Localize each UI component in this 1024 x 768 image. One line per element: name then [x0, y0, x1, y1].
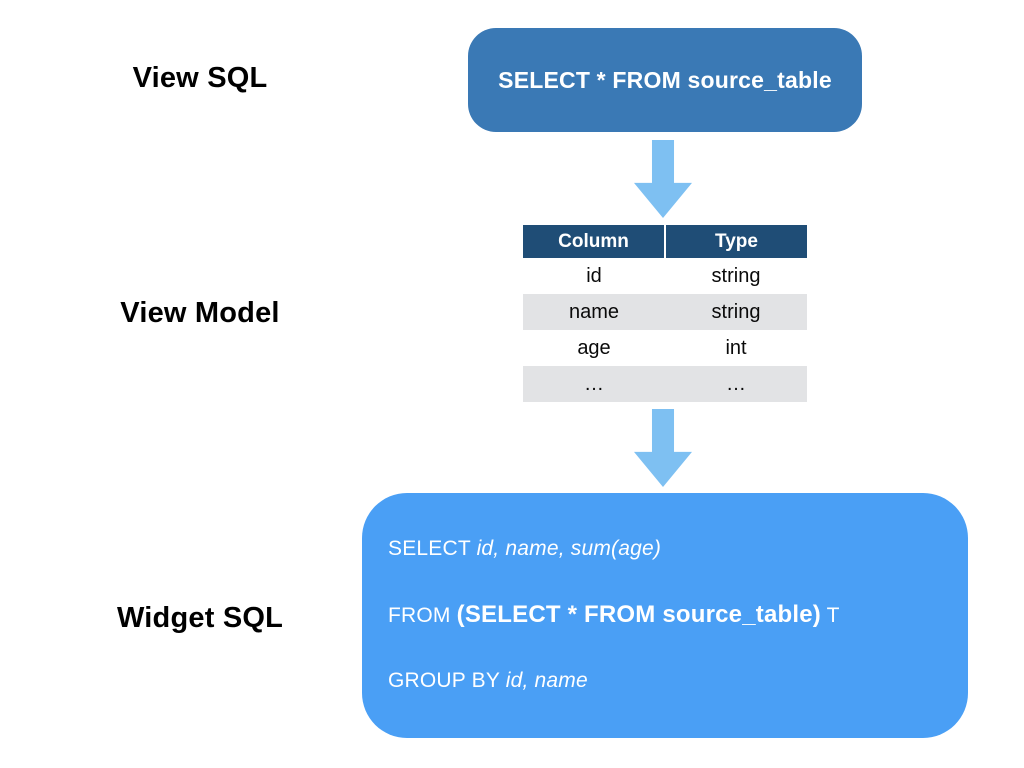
groupby-keyword: GROUP BY [388, 669, 506, 692]
nested-view-sql-bold: (SELECT * FROM source_table) [456, 601, 821, 628]
table-row: id string [523, 258, 807, 294]
column-cell: age [577, 336, 611, 359]
widget-sql-select-line: SELECT id, name, sum(age) [388, 537, 661, 561]
table-header-row: Column Type [523, 225, 807, 258]
table-row: … … [523, 366, 807, 402]
select-keyword: SELECT [388, 537, 477, 560]
table-alias: T [820, 604, 840, 627]
down-arrow-icon [634, 409, 692, 487]
groupby-columns-italic: id, name [505, 669, 588, 692]
type-header: Type [665, 225, 807, 258]
view-sql-query-text: SELECT * FROM source_table [498, 66, 832, 93]
view-model-label: View Model [120, 297, 280, 329]
view-sql-label: View SQL [132, 62, 268, 94]
type-cell: int [725, 336, 747, 359]
select-columns-italic: id, name, sum(age) [476, 537, 662, 560]
column-header: Column [523, 225, 666, 258]
widget-sql-groupby-line: GROUP BY id, name [388, 669, 588, 693]
type-cell: string [711, 264, 761, 287]
from-keyword: FROM [388, 604, 457, 627]
column-cell: name [523, 294, 665, 330]
widget-sql-box: SELECT id, name, sum(age) FROM (SELECT *… [362, 493, 968, 738]
table-row: age int [523, 330, 807, 366]
widget-sql-from-line: FROM (SELECT * FROM source_table) T [388, 601, 840, 629]
column-cell: … [523, 366, 665, 402]
type-cell: … [665, 366, 807, 402]
view-model-table: Column Type id string name string age in… [523, 225, 807, 402]
down-arrow-icon [634, 140, 692, 218]
type-cell: string [665, 294, 807, 330]
column-cell: id [586, 264, 602, 287]
table-row: name string [523, 294, 807, 330]
view-sql-box: SELECT * FROM source_table [468, 28, 862, 132]
widget-sql-label: Widget SQL [116, 602, 284, 634]
